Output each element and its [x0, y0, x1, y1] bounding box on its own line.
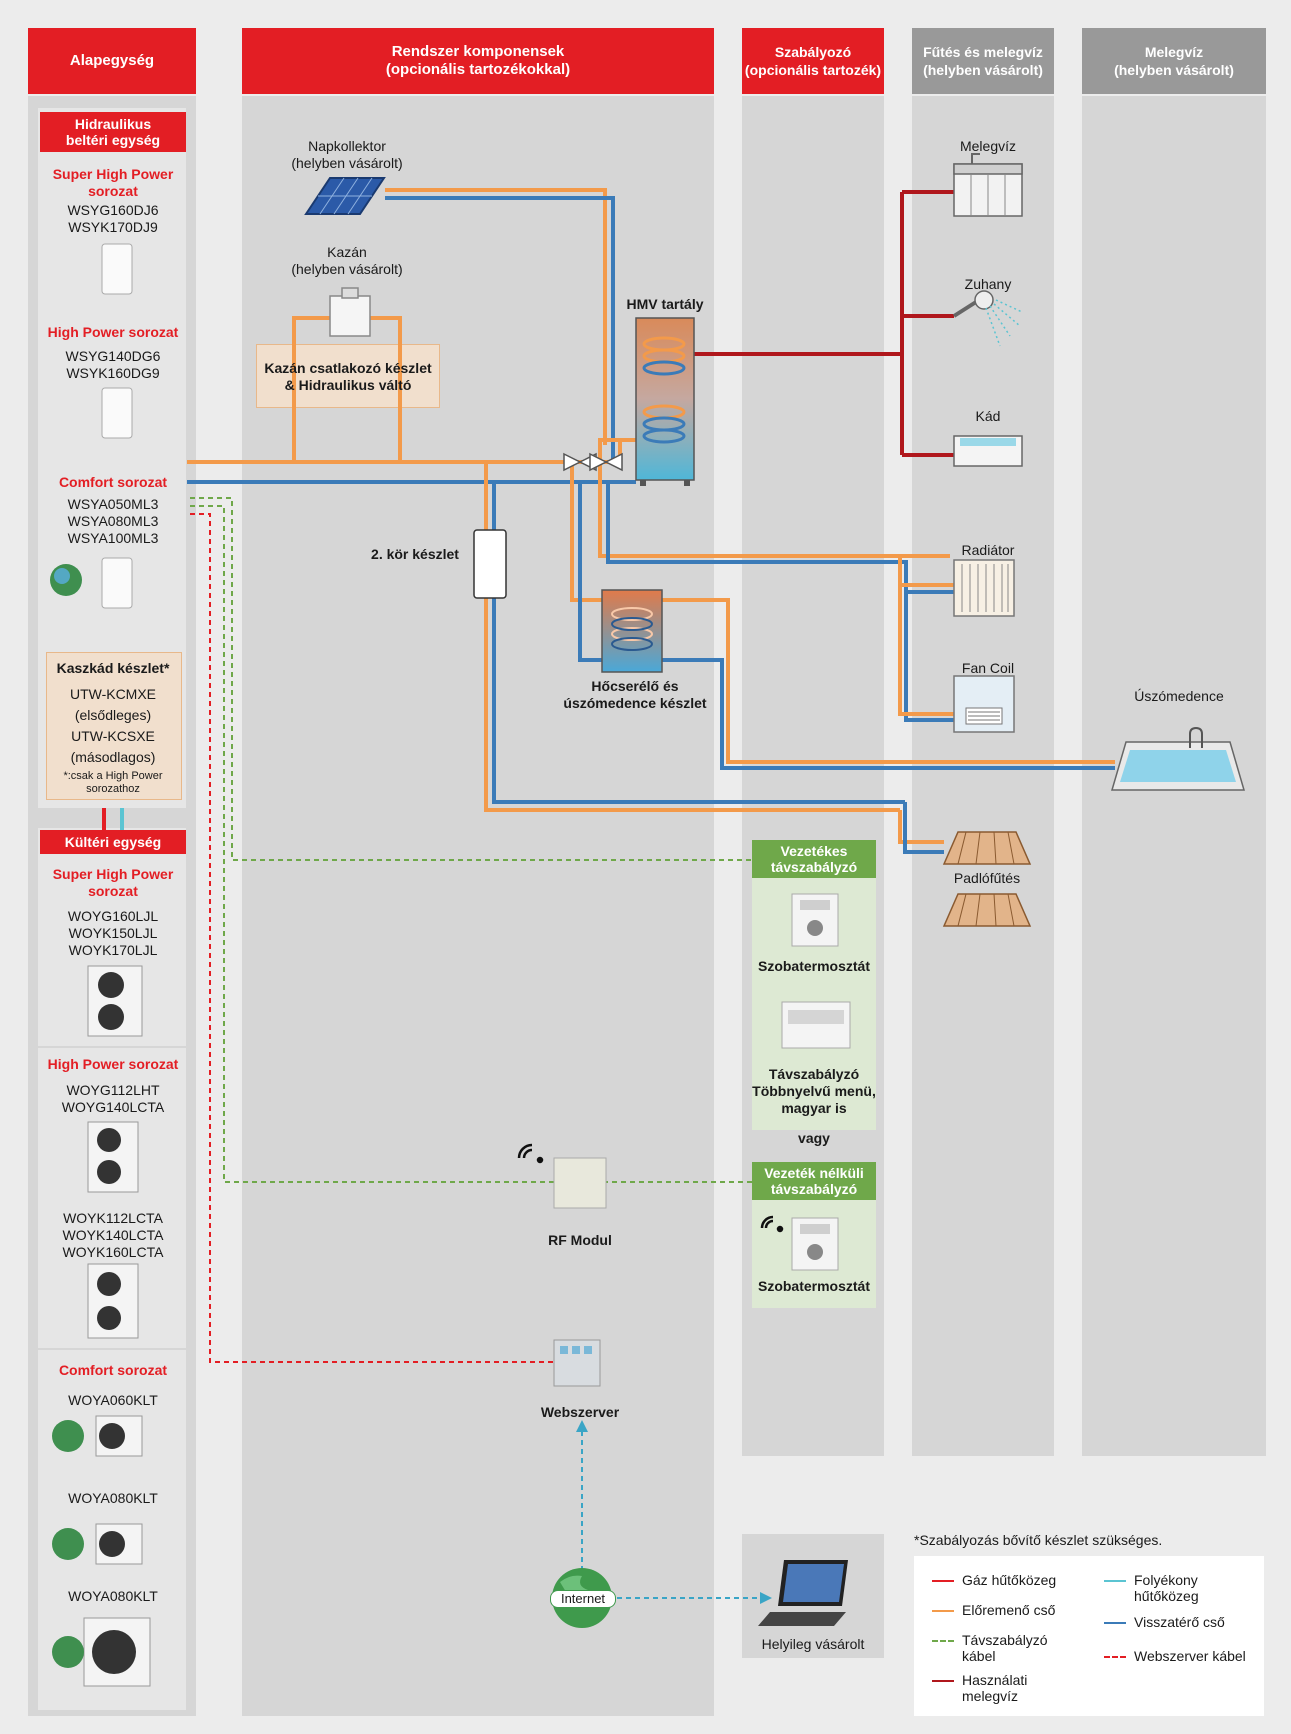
circuit2-flow: [484, 462, 900, 812]
outdoor-series-name: High Power sorozat: [47, 1056, 179, 1072]
floor-heating-label: Padlófűtés: [953, 870, 1021, 886]
shower-icon: [952, 290, 1023, 347]
indoor-unit-icons: [101, 243, 133, 609]
legend-item: Gáz hűtőközeg: [932, 1572, 1056, 1588]
header-base-unit: Alapegység: [28, 28, 196, 94]
pool-icon: [1111, 726, 1245, 791]
legend-item: Visszatérő cső: [1104, 1614, 1225, 1630]
outdoor-unit-header: Kültéri egység: [40, 830, 186, 854]
thermostat-label: Szobatermosztát: [757, 958, 871, 974]
wireless-control-cable: [190, 505, 752, 1183]
wifi-icon-2: [760, 1215, 784, 1233]
radiator-label: Radiátor: [961, 542, 1015, 558]
exchanger-return: [578, 482, 1115, 770]
legend-item: Webszerver kábel: [1104, 1648, 1246, 1664]
column-heating: [912, 96, 1054, 1456]
solar-label: Napkollektor(helyben vásárolt): [291, 138, 403, 171]
outdoor-model: WOYA080KLT: [68, 1490, 158, 1506]
tank-flow-b: [598, 438, 636, 462]
solar-flow-pipe: [385, 188, 607, 445]
header-controller: Szabályozó(opcionális tartozék): [742, 28, 884, 94]
rf-module-icon: [553, 1157, 607, 1209]
floor-return: [903, 802, 944, 854]
wired-control-cable: [190, 497, 752, 861]
bath-label: Kád: [975, 408, 1001, 424]
boiler-return-pipe: [370, 316, 402, 462]
header-heating: Fűtés és melegvíz(helyben vásárolt): [912, 28, 1054, 94]
wifi-icon: [517, 1143, 544, 1164]
outdoor-model: WOYA080KLT: [68, 1588, 158, 1604]
floor-flow: [898, 810, 944, 844]
legend-note: *Szabályozás bővítő készlet szükséges.: [914, 1532, 1163, 1548]
boiler-kit-box: [256, 344, 440, 408]
thermostat-label-2: Szobatermosztát: [757, 1278, 871, 1294]
radiator-icon: [953, 559, 1015, 617]
boiler-flow-pipe: [292, 316, 330, 462]
indoor-series-name: High Power sorozat: [47, 324, 179, 340]
shower-label: Zuhany: [964, 276, 1012, 292]
fan-coil-icon: [953, 675, 1015, 733]
circuit2-kit-icon: [473, 529, 507, 599]
rf-module-label: RF Modul: [548, 1232, 612, 1248]
legend-item: Előremenő cső: [932, 1602, 1055, 1618]
webserver-cable: [190, 513, 555, 1363]
outdoor-model: WOYA060KLT: [68, 1392, 158, 1408]
exchanger-flow: [570, 462, 1115, 764]
floor-heating-icon: [942, 831, 1032, 927]
header-hot-water: Melegvíz(helyben vásárolt): [1082, 28, 1266, 94]
legend: Gáz hűtőközeg Előremenő cső Távszabályzó…: [914, 1556, 1264, 1716]
boiler-label: Kazán(helyben vásárolt): [291, 244, 403, 277]
fancoil-flow: [898, 556, 954, 716]
dhw-tank-label: HMV tartály: [626, 296, 704, 312]
laptop-icon: [758, 1560, 848, 1626]
header-system: Rendszer komponensek(opcionális tartozék…: [242, 28, 714, 94]
hot-water-label: Melegvíz: [959, 138, 1017, 154]
webserver-label: Webszerver: [540, 1404, 620, 1420]
boiler-icon: [329, 295, 371, 337]
fan-coil-label: Fan Coil: [961, 660, 1015, 676]
internet-label: Internet: [550, 1590, 616, 1608]
pool-label: Úszómedence: [1134, 688, 1224, 704]
circuit2-label: 2. kör készlet: [371, 546, 459, 562]
local-purchase-label: Helyileg vásárolt: [761, 1636, 865, 1652]
circuit2-return: [492, 482, 905, 804]
cascade-title: Kaszkád készlet*: [56, 660, 170, 676]
outdoor-series-name: Comfort sorozat: [58, 1362, 168, 1378]
cascade-lines: UTW-KCMXE(elsődleges)UTW-KCSXE(másodlago…: [69, 686, 157, 765]
radiator-return: [606, 482, 954, 722]
cascade-kit-box: [46, 652, 182, 800]
boiler-kit-label: Kazán csatlakozó készlet& Hidraulikus vá…: [264, 360, 432, 393]
solar-return-pipe: [385, 196, 615, 460]
radiator-flow: [598, 462, 950, 558]
or-label: vagy: [798, 1130, 830, 1146]
bath-icon: [953, 435, 1023, 467]
valve-icons: [563, 452, 623, 472]
indoor-series-name: Comfort sorozat: [58, 474, 168, 490]
wired-controller-panel: [752, 840, 876, 1130]
